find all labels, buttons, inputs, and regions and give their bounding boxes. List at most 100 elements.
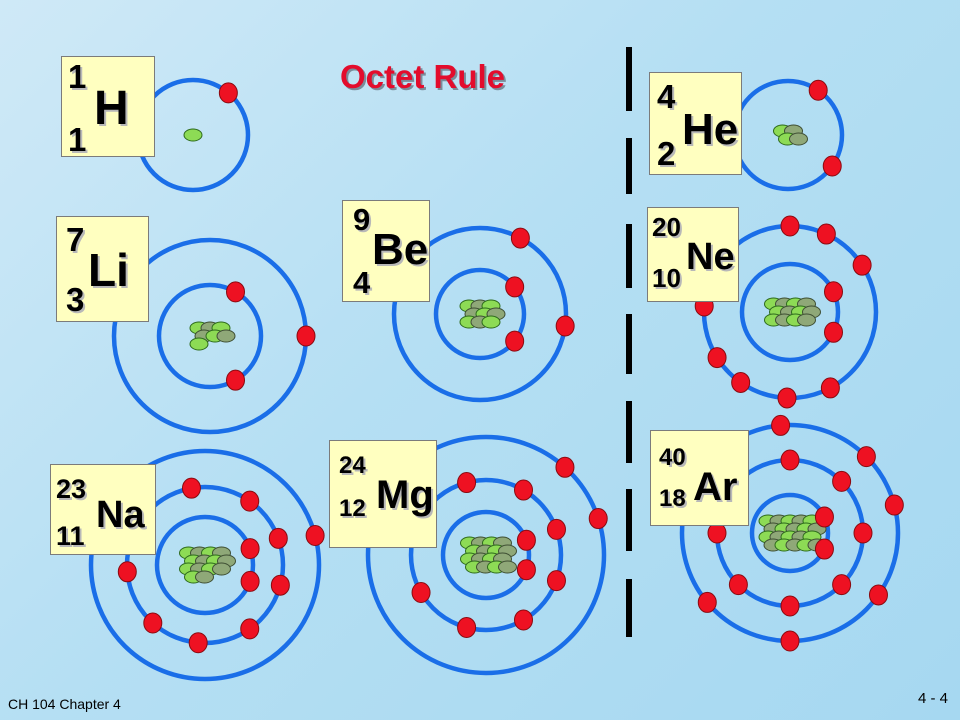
electron-shell [88,448,322,682]
electron-icon [832,470,852,492]
element-box-beryllium: 9 Be 4 [342,200,430,302]
mass-number: 7 [66,221,85,258]
proton-icon [481,315,501,329]
electron-icon [707,347,727,369]
electron-shell [739,261,841,363]
electron-icon [868,584,888,606]
electron-shell [749,492,831,574]
electron-icon [780,630,800,652]
electron-icon [514,609,533,631]
electron-icon [296,325,316,347]
atomic-number: 2 [657,135,676,172]
element-symbol: Be [372,225,429,274]
electron-icon [780,595,800,617]
mass-number: 1 [68,58,87,95]
electron-icon [240,490,260,512]
mass-number: 20 [652,212,681,242]
electron-icon [824,281,844,303]
divider-segment [626,579,632,637]
element-symbol: Mg [376,473,434,517]
electron-icon [824,321,844,343]
electron-icon [270,574,290,596]
electron-icon [555,315,575,337]
element-box-sodium: 23 Na 11 [50,464,156,555]
element-box-hydrogen: 1 H 1 [61,56,155,157]
electron-icon [808,79,828,101]
element-symbol: He [682,105,739,154]
electron-icon [816,223,836,245]
electron-icon [117,561,137,583]
mass-number: 9 [353,202,371,237]
element-symbol: Na [96,494,145,536]
electron-icon [226,369,245,391]
divider-segment [626,401,632,463]
neutron-icon [797,313,816,327]
neutron-icon [212,562,231,576]
mass-number: 4 [657,78,676,115]
divider-segment [626,47,632,111]
atomic-number: 1 [68,121,87,158]
electron-icon [514,479,533,501]
electron-icon [852,254,872,276]
element-symbol: Ar [693,465,738,509]
electron-icon [814,538,834,560]
electron-icon [728,574,748,596]
footer-page-number: 4 - 4 [917,690,948,707]
electron-icon [884,494,904,516]
element-box-argon: 40 Ar 18 [650,430,749,526]
electron-icon [510,227,530,249]
electron-icon [240,570,260,592]
electron-icon [516,559,536,581]
atomic-number: 10 [652,263,681,293]
atomic-number: 4 [353,265,371,300]
electron-icon [457,616,477,638]
element-box-helium: 4 He 2 [649,72,742,175]
electron-shell [156,282,264,390]
atomic-number: 12 [339,495,366,522]
electron-icon [856,446,876,468]
element-symbol: Ne [686,236,735,278]
electron-icon [588,508,608,530]
electron-icon [777,387,797,409]
electron-shell [365,434,607,676]
mass-number: 23 [56,474,87,504]
electron-icon [505,276,525,298]
element-box-neon: 20 Ne 10 [647,207,739,302]
divider-segment [626,314,632,374]
electron-shell [433,267,527,361]
electron-icon [555,456,575,478]
element-symbol: H [94,82,129,135]
element-box-magnesium: 24 Mg 12 [329,440,437,548]
electron-icon [707,522,727,544]
electron-icon [814,506,834,528]
electron-icon [546,570,566,592]
divider-segment [626,224,632,288]
element-box-lithium: 7 Li 3 [56,216,149,322]
element-symbol: Li [88,244,129,296]
atomic-number: 11 [56,521,85,551]
mass-number: 24 [339,452,366,479]
proton-icon [189,337,209,351]
electron-icon [832,574,852,596]
divider-segment [626,489,632,551]
electron-icon [771,414,791,436]
footer-course: CH 104 Chapter 4 [8,696,121,712]
electron-shell [391,225,569,403]
electron-icon [780,215,800,237]
electron-icon [820,377,840,399]
electron-icon [240,618,260,640]
electron-icon [457,472,477,494]
neutron-icon [195,570,214,584]
electron-shell [154,514,256,616]
electron-icon [143,612,163,634]
electron-icon [188,632,208,654]
atomic-number: 18 [659,485,686,512]
electron-icon [240,538,260,560]
electron-icon [731,371,751,393]
electron-shell [408,477,564,633]
electron-icon [780,449,800,471]
electron-icon [268,527,288,549]
electron-icon [546,518,566,540]
